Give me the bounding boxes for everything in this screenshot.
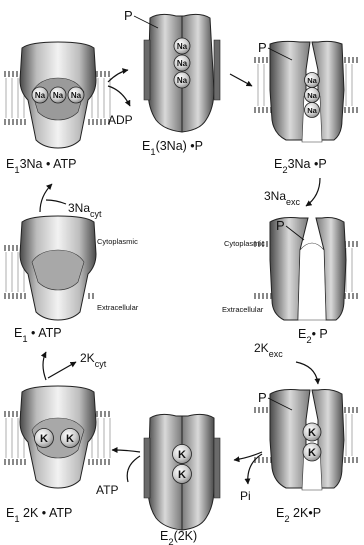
svg-text:K: K	[178, 469, 186, 481]
svg-text:Na: Na	[307, 91, 317, 100]
extracellular-label: Extracellular	[222, 305, 264, 314]
atp-label: ATP	[96, 483, 118, 497]
arrow-atp-in	[127, 456, 140, 482]
phosphate-label: P	[258, 40, 267, 55]
state-e1-atp: Cytoplasmic Extracellular E1 • ATP	[4, 216, 139, 344]
pump-protein	[214, 40, 220, 100]
cytoplasmic-label: Cytoplasmic	[224, 239, 265, 248]
arrow-na-binding	[40, 184, 52, 212]
state-label: E13Na • ATP	[6, 157, 77, 175]
phosphate-label: P	[124, 8, 133, 23]
k-ion: K	[303, 423, 321, 441]
svg-text:K: K	[308, 447, 316, 459]
svg-text:Na: Na	[177, 42, 188, 51]
pi-label: Pi	[240, 489, 251, 503]
state-label: E1(3Na) •P	[142, 139, 203, 157]
na-ion: Na	[68, 87, 84, 103]
na-ion: Na	[305, 88, 320, 103]
arrow-k-release-out	[48, 362, 76, 378]
na-ion: Na	[174, 38, 190, 54]
state-label: E1 • ATP	[14, 326, 62, 344]
pump-protein	[214, 438, 220, 498]
svg-text:Na: Na	[177, 76, 188, 85]
state-e1-2k-atp: K K E1 2K • ATP	[4, 386, 112, 524]
arrow-na-release	[306, 178, 320, 206]
extracellular-label: Extracellular	[97, 303, 139, 312]
phosphate-label: P	[258, 390, 267, 405]
state-e2-2k: K K E2(2K)	[144, 414, 220, 545]
na-ion: Na	[174, 72, 190, 88]
svg-text:Na: Na	[307, 76, 317, 85]
state-e2-2k-p: K K P E2 2K•P	[254, 390, 360, 525]
arrow-adp-release	[108, 70, 128, 82]
pump-protein	[144, 438, 150, 498]
state-e1-3na-p: Na Na Na P E1(3Na) •P	[124, 8, 220, 157]
k-ion: K	[173, 465, 192, 484]
arrow-adp-out	[108, 86, 130, 106]
na-ion: Na	[174, 55, 190, 71]
binding-pocket	[32, 250, 84, 290]
arrow-pi-release	[234, 452, 262, 460]
arrow-e2k-to-e1k	[112, 450, 140, 452]
svg-text:K: K	[66, 433, 74, 445]
arrow-na-in	[46, 200, 66, 204]
state-e2-p: P Cytoplasmic Extracellular E2• P	[222, 218, 360, 346]
pump-protein	[144, 40, 150, 100]
na-ion: Na	[50, 87, 66, 103]
arrow-e1p-to-e2p	[230, 74, 252, 86]
arrow-k-release	[43, 352, 46, 380]
pump-protein	[148, 14, 182, 132]
k-cyt-label: 2Kcyt	[80, 351, 107, 369]
k-ion: K	[35, 429, 54, 448]
state-e2-3na-p: Na Na Na P E23Na •P	[254, 40, 360, 175]
k-ion: K	[303, 443, 321, 461]
svg-text:K: K	[308, 427, 316, 439]
svg-text:Na: Na	[53, 91, 64, 100]
svg-text:Na: Na	[177, 59, 188, 68]
na-ion: Na	[305, 73, 320, 88]
state-label: E2 2K•P	[276, 506, 321, 524]
membrane-left	[254, 410, 272, 460]
membrane-left	[254, 244, 272, 296]
arrow-k-binding	[296, 362, 318, 384]
adp-label: ADP	[108, 113, 133, 127]
svg-text:Na: Na	[71, 91, 82, 100]
state-label: E1 2K • ATP	[6, 506, 72, 524]
state-label: E23Na •P	[274, 157, 327, 175]
membrane-left	[254, 60, 272, 110]
state-label: E2(2K)	[160, 529, 197, 545]
k-ion: K	[61, 429, 80, 448]
cytoplasmic-label: Cytoplasmic	[97, 237, 138, 246]
state-label: E2• P	[298, 327, 328, 345]
svg-text:Na: Na	[35, 91, 46, 100]
svg-text:K: K	[40, 433, 48, 445]
phosphate-label: P	[276, 218, 285, 233]
na-exc-label: 3Naexc	[264, 189, 301, 207]
na-ion: Na	[32, 87, 48, 103]
svg-text:Na: Na	[307, 106, 317, 115]
k-ion: K	[173, 445, 192, 464]
svg-text:K: K	[178, 449, 186, 461]
state-e1-3na-atp: Na Na Na E13Na • ATP	[4, 42, 112, 175]
k-exc-label: 2Kexc	[254, 341, 283, 359]
open-channel	[298, 243, 326, 320]
na-ion: Na	[305, 103, 320, 118]
